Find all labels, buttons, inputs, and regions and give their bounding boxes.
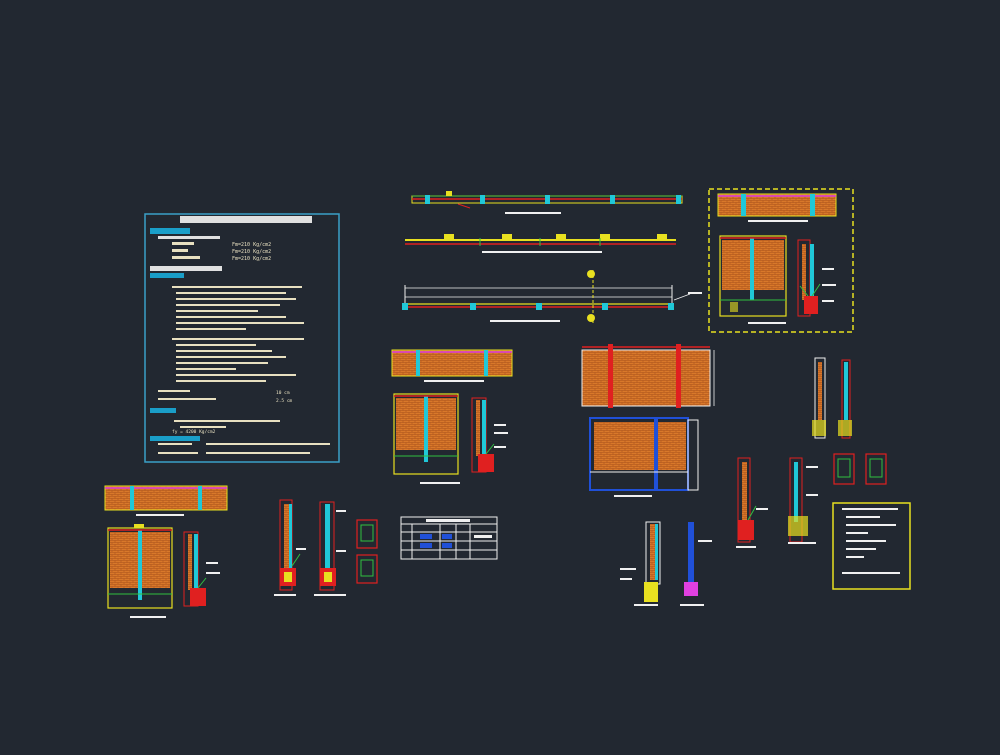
notes-heading-2 xyxy=(150,266,222,271)
notes-sheet: Fm=210 Kg/cm2 Fm=210 Kg/cm2 Fm=210 Kg/cm… xyxy=(144,213,340,463)
wall-detail-center xyxy=(391,349,513,484)
wall-detail-lower-left xyxy=(104,485,228,618)
spec-line-3: Fm=210 Kg/cm2 xyxy=(232,256,271,262)
notes-heading-1 xyxy=(150,228,190,234)
top-beam-elevation-1 xyxy=(411,191,683,214)
spec-line-1: Fm=210 Kg/cm2 xyxy=(232,242,271,248)
note-value-1: 10 cm xyxy=(276,390,290,396)
spec-line-2: Fm=210 Kg/cm2 xyxy=(232,249,271,255)
top-beam-elevation-2 xyxy=(405,234,676,253)
column-details-lower-right xyxy=(620,357,887,606)
column-details-lower-middle xyxy=(274,499,378,596)
top-beam-elevation-3 xyxy=(402,270,702,324)
wall-elevation-center xyxy=(581,344,715,497)
legend-box xyxy=(832,502,911,590)
highlighted-wall-detail xyxy=(708,188,854,333)
reinforcement-table xyxy=(400,516,498,560)
note-load-value: fy = 4200 Kg/cm2 xyxy=(172,429,216,435)
note-value-2: 2.5 cm xyxy=(276,398,293,404)
notes-title-bar xyxy=(180,216,312,223)
